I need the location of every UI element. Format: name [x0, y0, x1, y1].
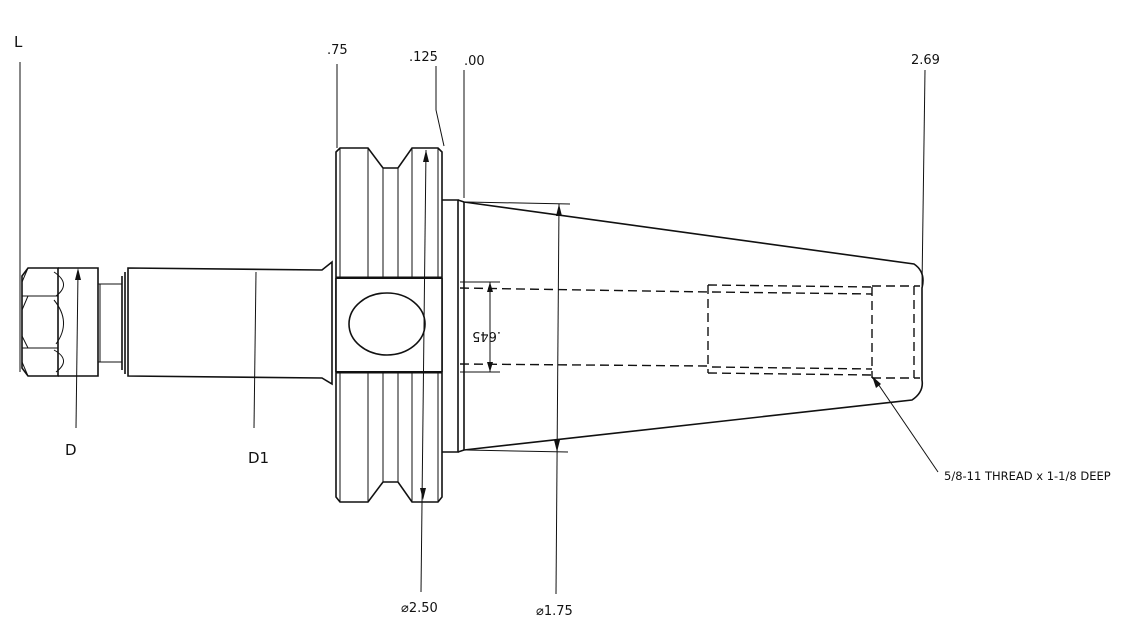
dim-000: .00: [464, 54, 485, 69]
dia-250: ⌀2.50: [401, 601, 438, 616]
dim-0125: .125: [409, 50, 438, 65]
taper: [457, 199, 924, 453]
flange: [335, 147, 443, 503]
thread-note: 5/8-11 THREAD x 1-1/8 DEEP: [944, 469, 1111, 483]
collet-neck: [98, 272, 126, 374]
dimension-lines: [19, 62, 939, 595]
hidden-bore: [459, 284, 920, 379]
shank-body: [127, 260, 333, 386]
dim-269: 2.69: [911, 53, 940, 68]
flange-collar: [442, 199, 459, 453]
label-d1: D1: [248, 449, 269, 467]
collet-nut: [21, 267, 99, 377]
dim-0645: .645: [472, 328, 501, 343]
dim-075: .75: [327, 43, 348, 58]
label-d: D: [65, 441, 77, 459]
dia-175: ⌀1.75: [536, 604, 573, 619]
label-l: L: [14, 33, 23, 51]
